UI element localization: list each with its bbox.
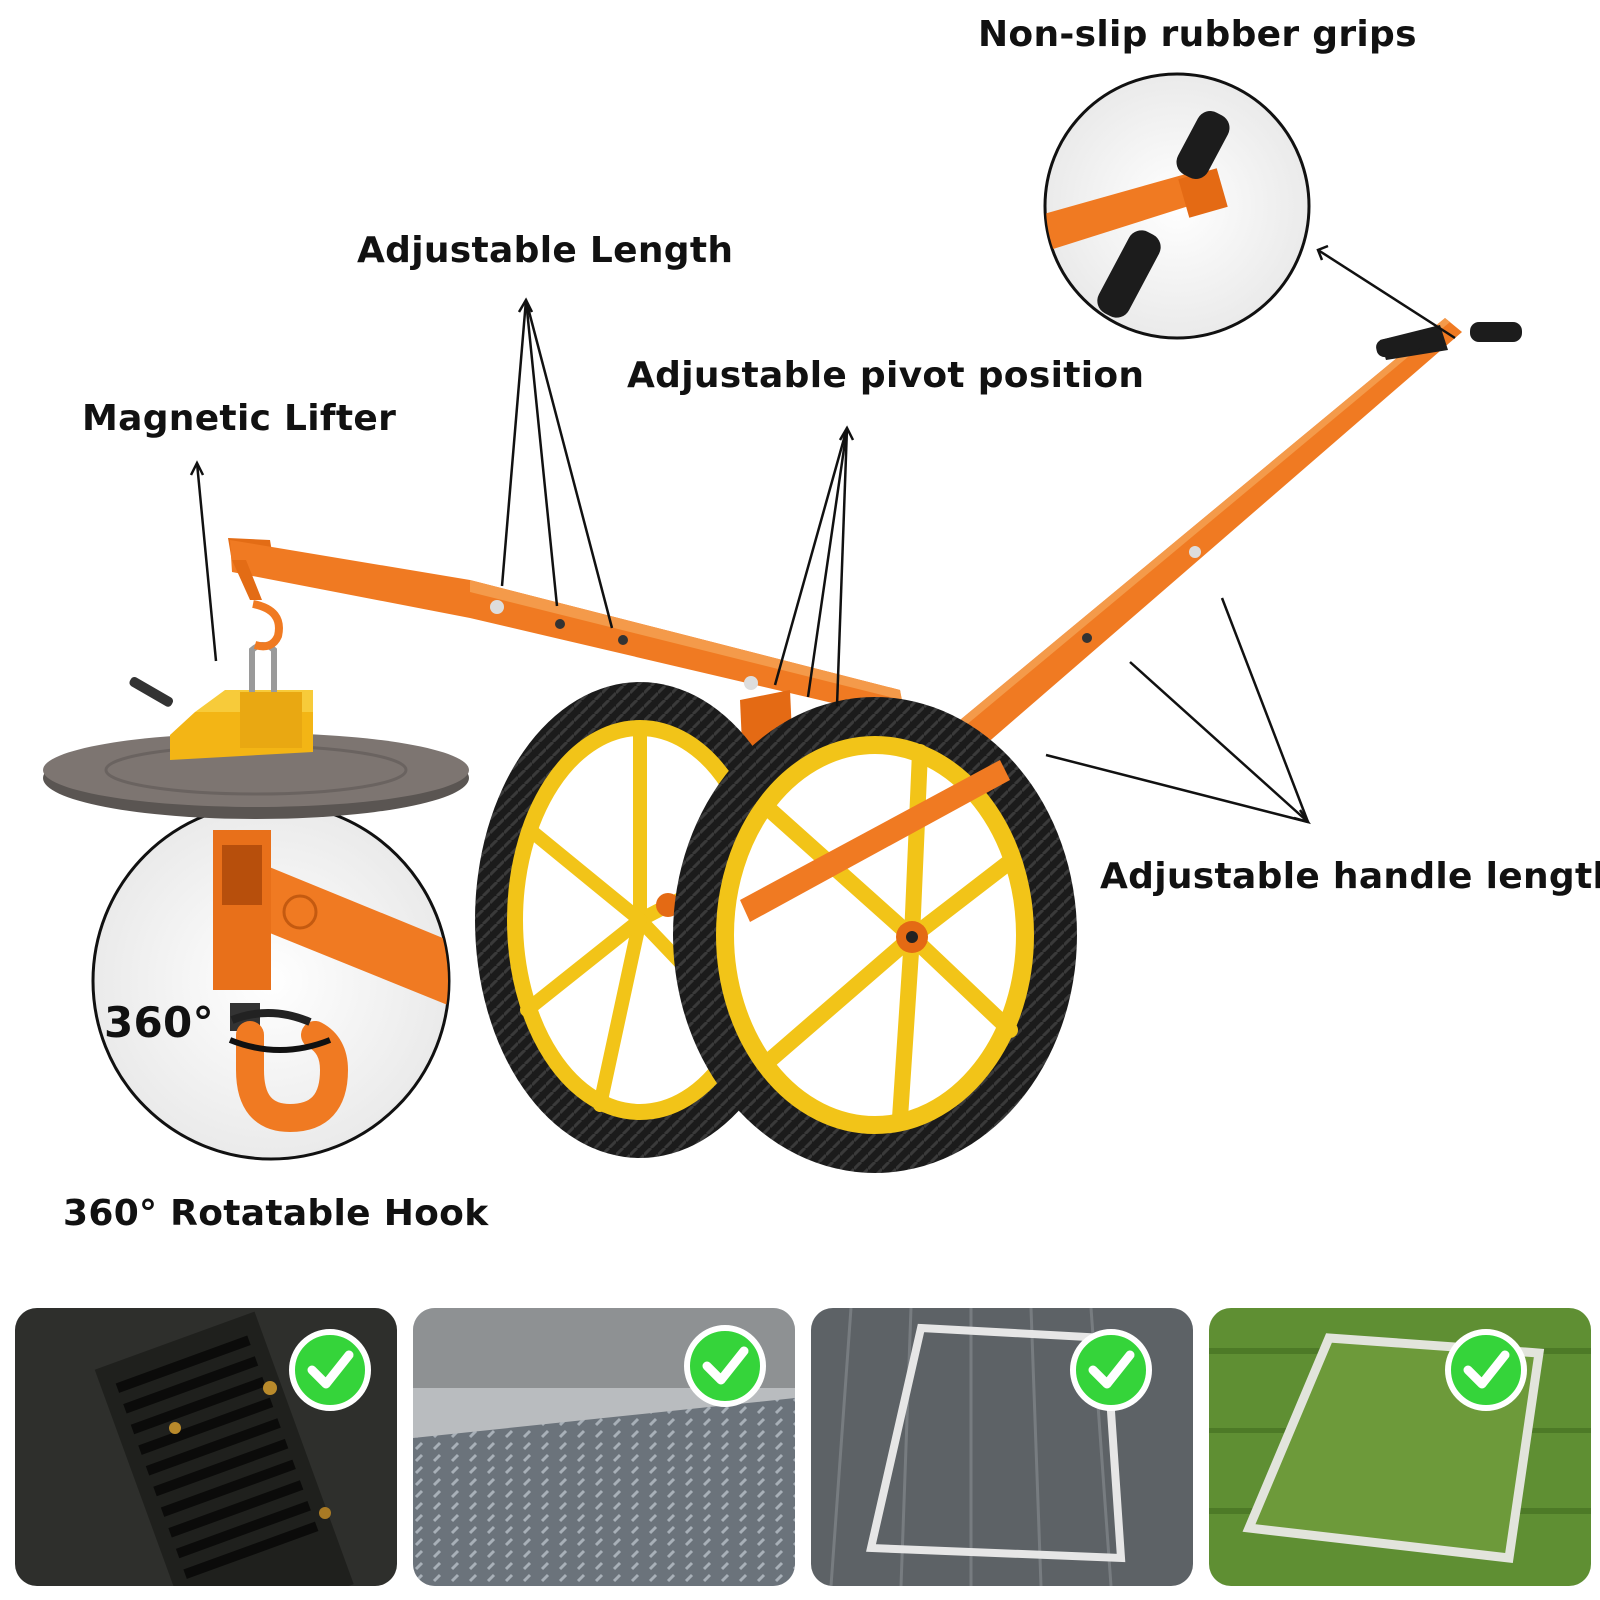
label-360-badge: 360° <box>104 998 214 1047</box>
label-magnetic-lifter: Magnetic Lifter <box>82 398 397 439</box>
surface-tile-grass-cover <box>1209 1308 1591 1586</box>
rotation-arrow-icon <box>228 1037 332 1053</box>
manhole-disc <box>43 733 469 819</box>
grip-detail-inset <box>1043 72 1311 340</box>
label-rotatable-hook: 360° Rotatable Hook <box>63 1193 489 1234</box>
check-icon <box>289 1329 371 1411</box>
callout-arrows <box>189 244 1456 825</box>
label-adjustable-pivot: Adjustable pivot position <box>627 355 1145 396</box>
label-non-slip-grips: Non-slip rubber grips <box>978 14 1417 55</box>
hook-detail-inset <box>91 801 451 1161</box>
steel-manhole-cover-photo <box>811 1308 1193 1586</box>
magnetic-lifter <box>129 642 313 760</box>
drain-grate-photo <box>15 1308 397 1586</box>
label-adjustable-handle-length: Adjustable handle length <box>1100 856 1600 897</box>
check-icon <box>684 1325 766 1407</box>
grass-manhole-cover-photo <box>1209 1308 1591 1586</box>
surface-tile-drain-grate <box>15 1308 397 1586</box>
check-icon <box>1445 1329 1527 1411</box>
surface-tile-steel-cover <box>811 1308 1193 1586</box>
diamond-plate-photo <box>413 1308 795 1586</box>
label-adjustable-length: Adjustable Length <box>357 230 734 271</box>
check-icon <box>1070 1329 1152 1411</box>
front-wheel <box>673 697 1077 1173</box>
axle-brace <box>740 760 1010 922</box>
surface-tile-diamond-plate <box>413 1308 795 1586</box>
